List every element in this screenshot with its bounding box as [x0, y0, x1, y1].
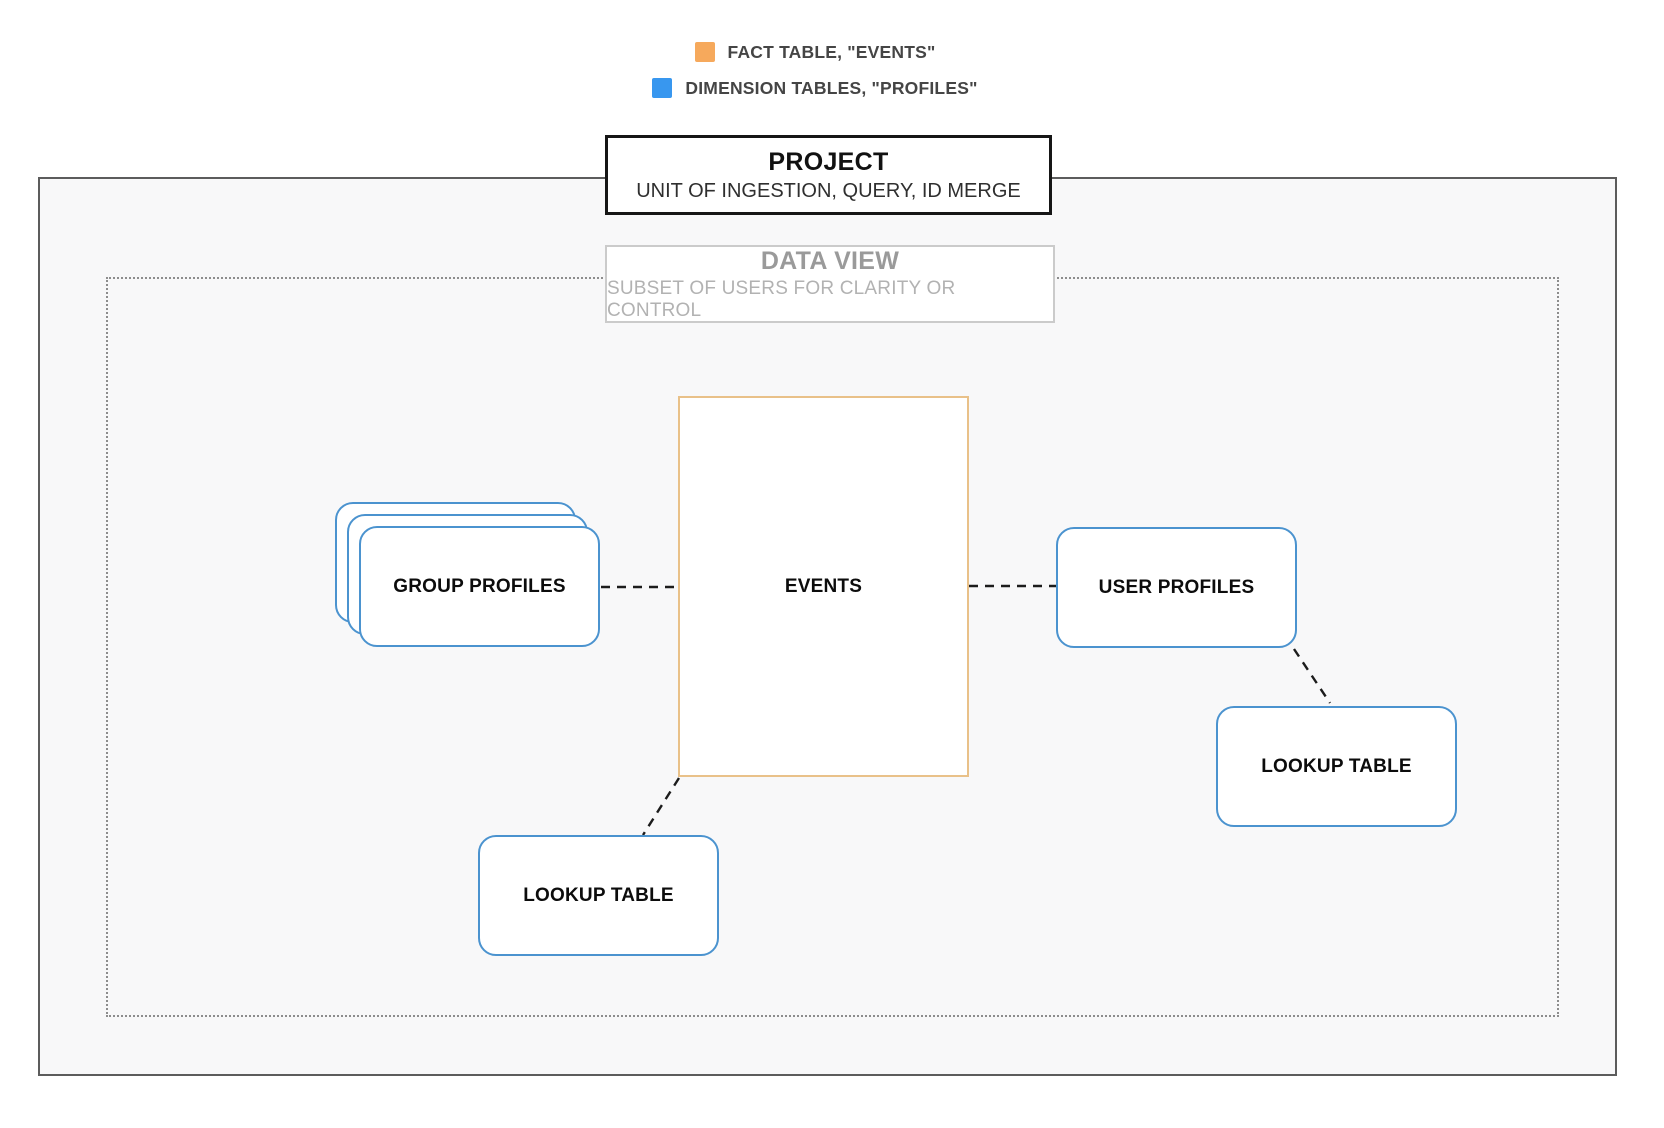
- group-profiles-label: GROUP PROFILES: [393, 575, 566, 597]
- lookup-table-bottom-label: LOOKUP TABLE: [523, 884, 674, 906]
- node-lookup-table-bottom: LOOKUP TABLE: [478, 835, 719, 956]
- legend: FACT TABLE, "EVENTS" DIMENSION TABLES, "…: [0, 42, 1630, 98]
- legend-item-fact-table: FACT TABLE, "EVENTS": [694, 41, 936, 62]
- edge-events-lookup-table: [641, 777, 681, 836]
- data-view-title: DATA VIEW: [760, 246, 900, 275]
- edge-user-profiles-lookup-table: [1293, 648, 1331, 704]
- data-view-subtitle: SUBSET OF USERS FOR CLARITY OR CONTROL: [607, 277, 956, 321]
- fact-table-color-swatch: [694, 42, 715, 62]
- events-label: EVENTS: [784, 575, 863, 597]
- legend-label-dimension-tables: DIMENSION TABLES, "PROFILES": [685, 77, 978, 98]
- node-events: EVENTS: [678, 396, 969, 777]
- project-title: PROJECT: [768, 147, 889, 176]
- node-lookup-table-right: LOOKUP TABLE: [1216, 706, 1457, 827]
- project-subtitle: UNIT OF INGESTION, QUERY, ID MERGE: [636, 179, 1021, 202]
- node-group-profiles: GROUP PROFILES: [359, 526, 600, 647]
- lookup-table-right-label: LOOKUP TABLE: [1261, 755, 1412, 777]
- user-profiles-label: USER PROFILES: [1098, 576, 1255, 598]
- data-view-header-box: DATA VIEW SUBSET OF USERS FOR CLARITY OR…: [605, 245, 1055, 323]
- project-header-box: PROJECT UNIT OF INGESTION, QUERY, ID MER…: [605, 135, 1052, 215]
- legend-label-fact-table: FACT TABLE, "EVENTS": [727, 41, 936, 62]
- node-user-profiles: USER PROFILES: [1056, 527, 1297, 648]
- dimension-tables-color-swatch: [652, 78, 673, 98]
- legend-item-dimension-tables: DIMENSION TABLES, "PROFILES": [652, 78, 977, 98]
